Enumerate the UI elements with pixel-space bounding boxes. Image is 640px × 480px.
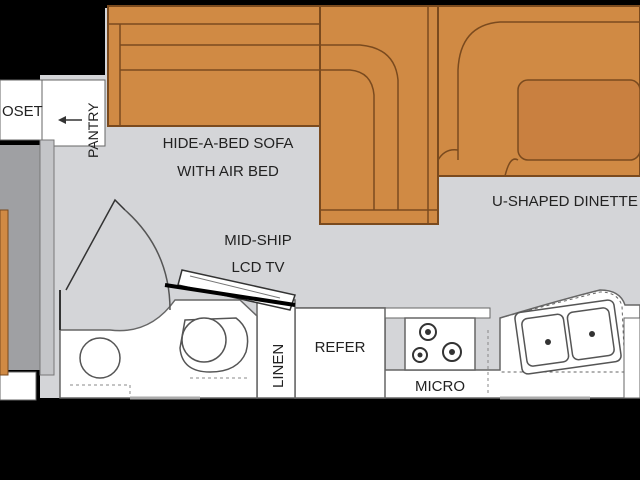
tv-label-line1: MID-SHIP (224, 232, 292, 249)
linen-cabinet (256, 299, 296, 399)
left-wall-edge (0, 209, 9, 376)
tv-label-line2: LCD TV (231, 259, 284, 276)
pantry-label: PANTRY (85, 102, 101, 158)
double-sink-icon (514, 299, 622, 375)
sofa-label-line2: WITH AIR BED (177, 163, 279, 180)
lavatory-sink-icon (79, 337, 121, 379)
refer-label: REFER (315, 339, 366, 356)
dinette-label: U-SHAPED DINETTE (492, 193, 638, 210)
left-fixture (0, 371, 37, 401)
pantry-area (41, 79, 106, 147)
sofa-label-line1: HIDE-A-BED SOFA (163, 135, 294, 152)
closet-area (0, 79, 43, 141)
lcd-tv-icon (164, 269, 296, 311)
micro-label: MICRO (415, 378, 465, 395)
galley-counter-inner (384, 307, 491, 319)
left-wall-strip (39, 139, 55, 376)
closet-label: OSET (2, 103, 43, 120)
right-cabinet (623, 317, 640, 399)
door-swing-icon (59, 198, 171, 330)
u-shaped-dinette (437, 5, 640, 177)
pantry-door-arrow-icon (58, 116, 82, 124)
hide-a-bed-sofa (107, 5, 439, 225)
linen-label: LINEN (270, 344, 287, 388)
cooktop-icon (404, 317, 476, 371)
refrigerator (294, 307, 386, 399)
